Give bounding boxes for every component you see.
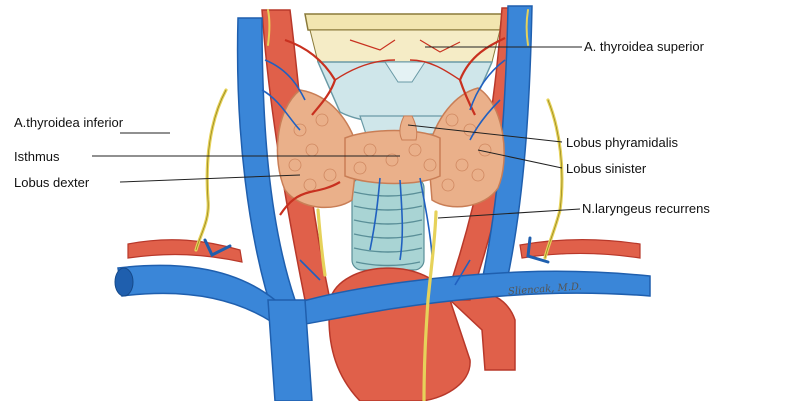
vagus-nerve-right: [196, 90, 226, 250]
superior-vena-cava: [268, 300, 312, 401]
label-a-thyroidea-inferior: A.thyroidea inferior: [14, 116, 123, 129]
label-lobus-sinister: Lobus sinister: [566, 162, 646, 175]
label-lobus-phyramidalis: Lobus phyramidalis: [566, 136, 678, 149]
leader-lobus-dexter: [120, 175, 300, 182]
subclavian-vein-cut-end: [115, 268, 133, 296]
isthmus-shape: [345, 131, 440, 184]
trachea: [352, 178, 424, 270]
label-n-laryngeus-recurrens: N.laryngeus recurrens: [582, 202, 710, 215]
thyrohyoid-membrane: [310, 30, 500, 62]
right-subclavian-artery: [128, 240, 242, 262]
hyoid-bone: [305, 14, 502, 30]
label-lobus-dexter: Lobus dexter: [14, 176, 89, 189]
label-a-thyroidea-superior: A. thyroidea superior: [584, 40, 704, 53]
label-isthmus: Isthmus: [14, 150, 60, 163]
right-subclavian-vein: [118, 265, 275, 322]
vagus-nerve-left: [545, 100, 562, 258]
left-subclavian-artery: [520, 240, 640, 258]
